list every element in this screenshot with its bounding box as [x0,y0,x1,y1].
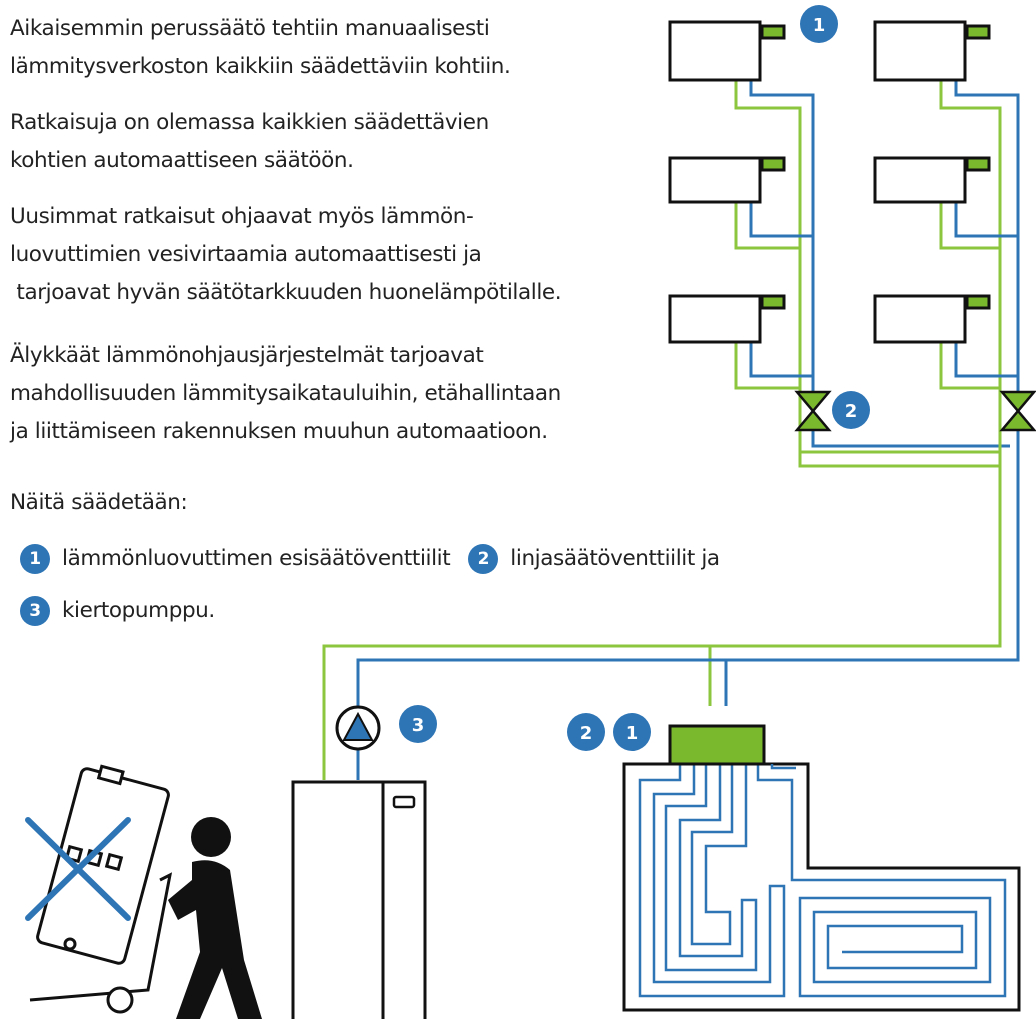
svg-text:3: 3 [412,715,425,736]
paragraph-manual-adjustment: Aikaisemmin perussäätö tehtiin manuaalis… [10,10,511,94]
paragraph-automatic-solutions: Ratkaisuja on olemassa kaikkien säädettä… [10,104,489,188]
legend-text-2: linjasäätöventtiilit ja [510,546,720,571]
heat-pump-icon [291,780,427,1019]
svg-text:1: 1 [813,15,826,36]
radiator-icon [873,156,991,204]
text-line: Aikaisemmin perussäätö tehtiin manuaalis… [10,16,490,41]
legend-badge-2: 2 [468,544,499,574]
line-valves [794,390,1036,432]
hand-truck-icon [29,872,173,1014]
radiator-icon [668,294,786,344]
text-line: Älykkäät lämmönohjausjärjestelmät tarjoa… [10,343,484,368]
legend-row-3: 3 kiertopumppu. [20,596,215,626]
valve-icon [999,390,1036,432]
text-line: ja liittämiseen rakennuksen muuhun autom… [10,419,548,444]
radiator-icon [668,156,786,204]
badge-line-valve: 2 [832,391,870,429]
manifold-icon [668,724,766,766]
floor-heating-icon [622,762,1021,1012]
legend-badge-1: 1 [20,544,50,574]
paragraph-smart-systems: Älykkäät lämmönohjausjärjestelmät tarjoa… [10,337,561,451]
text-line: mahdollisuuden lämmitysaikatauluihin, et… [10,381,561,406]
pump-icon [335,705,381,751]
text-line: luovuttimien vesivirtaamia automaattises… [10,242,482,267]
svg-text:1: 1 [626,723,639,744]
badge-pump: 3 [399,705,437,743]
radiator-icon [873,294,991,344]
legend-row-1: 1 lämmönluovuttimen esisäätöventtiilit 2… [20,544,720,574]
boiler-icon [36,764,170,965]
diagram-badges: 1 2 3 2 1 [399,5,870,751]
text-line: Uusimmat ratkaisut ohjaavat myös lämmön- [10,204,474,229]
radiator-icon [668,20,786,82]
cross-mark-icon [25,817,131,921]
text-line: Näitä säädetään: [10,490,188,515]
person-icon [168,817,262,1019]
radiators [668,20,991,344]
text-line: Ratkaisuja on olemassa kaikkien säädettä… [10,110,489,135]
radiator-icon [873,20,991,82]
text-line: tarjoavat hyvän säätötarkkuuden huoneläm… [10,280,562,305]
legend-badge-3: 3 [20,596,50,626]
valve-icon [794,390,832,432]
paragraph-adjusted-items: Näitä säädetään: [10,484,188,522]
badge-manifold-pre: 1 [613,713,651,751]
svg-text:2: 2 [845,401,858,422]
badge-radiator-valve: 1 [800,5,838,43]
paragraph-latest-solutions: Uusimmat ratkaisut ohjaavat myös lämmön-… [10,198,562,312]
badge-manifold-line: 2 [567,713,605,751]
text-line: lämmitysverkoston kaikkiin säädettäviin … [10,54,511,79]
text-line: kohtien automaattiseen säätöön. [10,148,354,173]
legend-text-3: kiertopumppu. [62,598,215,623]
legend-text-1: lämmönluovuttimen esisäätöventtiilit [62,546,451,571]
svg-text:2: 2 [580,723,593,744]
radiator-branches [322,80,1020,780]
